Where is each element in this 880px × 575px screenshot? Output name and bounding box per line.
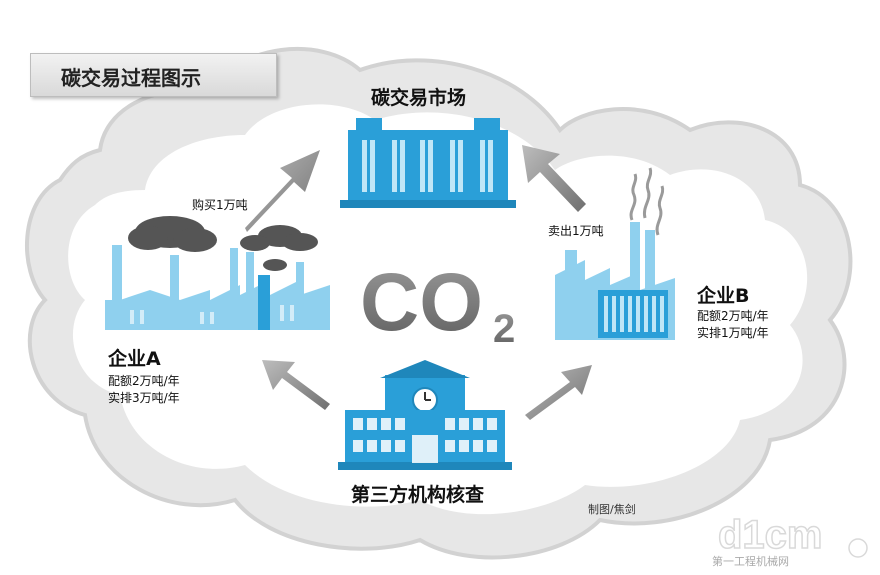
verifier-building-icon: [338, 360, 512, 470]
market-building-icon: [340, 118, 516, 208]
co2-label: CO 2: [360, 257, 515, 351]
enterprise-b-quota: 配额2万吨/年: [697, 309, 769, 323]
arrow-a-to-market: [245, 150, 320, 232]
arrow-verifier-to-a: [262, 360, 330, 410]
verifier-label: 第三方机构核查: [351, 484, 485, 506]
enterprise-a-actual: 实排3万吨/年: [108, 391, 180, 405]
co2-main-text: CO: [360, 257, 483, 348]
enterprise-b-name: 企业B: [697, 285, 750, 307]
enterprise-a-factory-icon: [105, 216, 330, 330]
watermark-logo: d1cm: [717, 512, 868, 558]
arrow-verifier-to-b: [525, 365, 592, 420]
cloud-background: [25, 47, 853, 560]
watermark-logo-text: d1cm: [718, 513, 823, 557]
co2-subscript-text: 2: [493, 307, 515, 351]
sell-flow-label: 卖出1万吨: [548, 224, 604, 238]
enterprise-a-name: 企业A: [108, 348, 161, 370]
market-label: 碳交易市场: [371, 87, 467, 109]
buy-flow-label: 购买1万吨: [192, 198, 248, 212]
enterprise-b-factory-icon: [555, 167, 675, 340]
enterprise-b-actual: 实排1万吨/年: [697, 326, 769, 340]
watermark-text: 第一工程机械网: [712, 555, 789, 568]
credit-text: 制图/焦剑: [588, 503, 636, 516]
diagram-title: 碳交易过程图示: [61, 66, 201, 90]
enterprise-a-quota: 配额2万吨/年: [108, 374, 180, 388]
title-banner: 碳交易过程图示: [30, 53, 277, 97]
arrow-b-to-market: [522, 145, 586, 212]
